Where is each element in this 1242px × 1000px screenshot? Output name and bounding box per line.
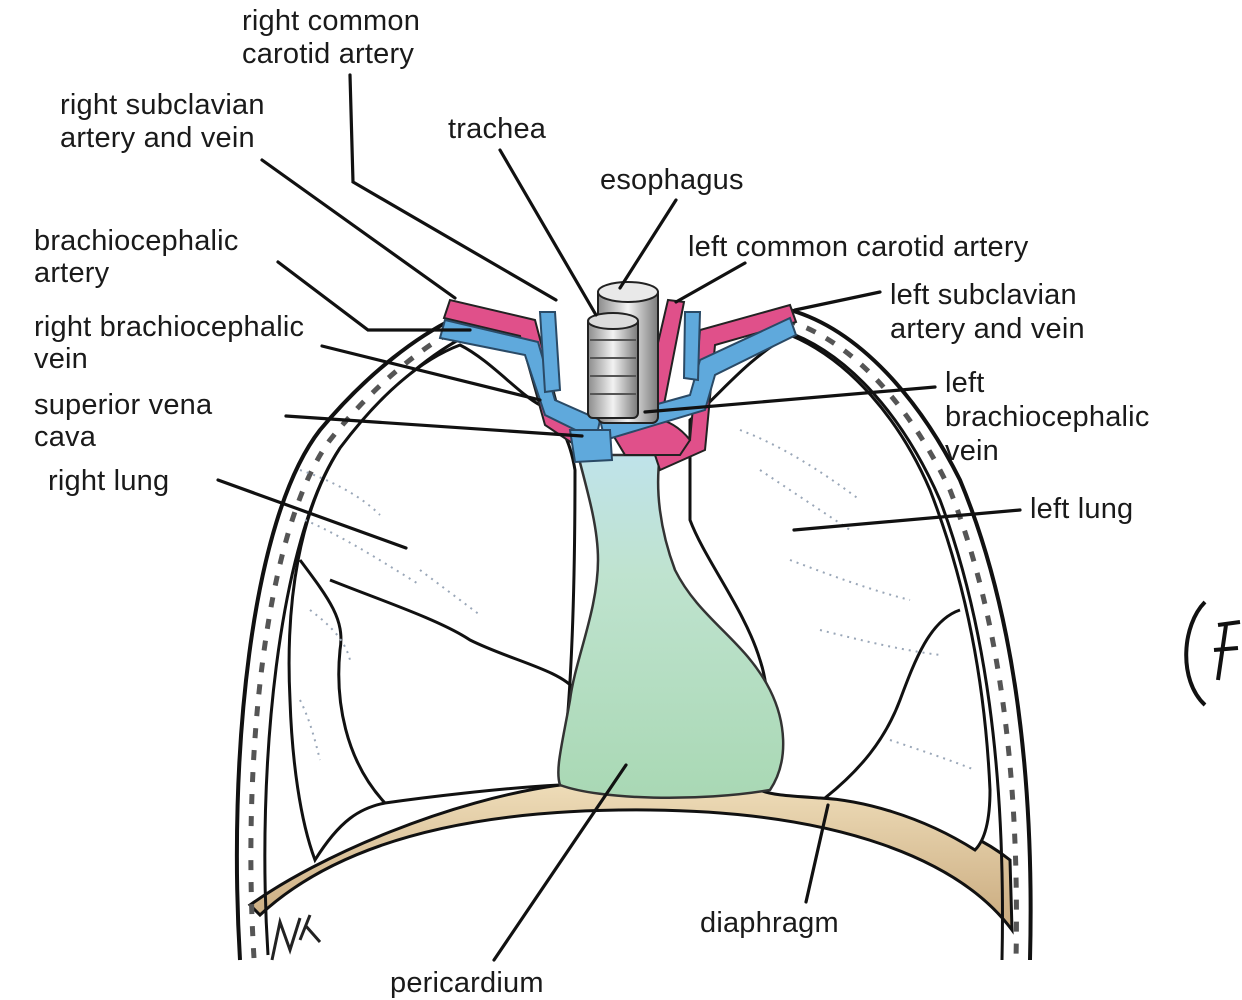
label-brachiocephalic-artery-line2: artery [34, 257, 110, 289]
label-left-lung: left lung [1030, 493, 1133, 525]
label-trachea: trachea [448, 113, 547, 145]
trachea-tube [588, 318, 638, 418]
label-left-subclavian-line1: left subclavian [890, 279, 1077, 311]
label-left-brachiocephalic-vein-line2: brachiocephalic [945, 401, 1150, 433]
leader-right-subclavian [262, 160, 455, 298]
label-diaphragm: diaphragm [700, 907, 839, 939]
leader-right-common-carotid [350, 75, 556, 300]
leader-trachea [500, 150, 596, 315]
label-right-common-carotid-line2: carotid artery [242, 38, 414, 70]
label-right-brachiocephalic-vein-line2: vein [34, 343, 88, 375]
leader-left-subclavian [795, 292, 880, 310]
label-right-subclavian-line1: right subclavian [60, 89, 265, 121]
leader-esophagus [620, 200, 676, 288]
airway [588, 282, 658, 423]
label-right-common-carotid-line1: right common [242, 5, 420, 37]
label-pericardium: pericardium [390, 967, 544, 999]
label-left-brachiocephalic-vein-line1: left [945, 367, 985, 399]
artist-initials-mark [272, 915, 320, 960]
label-left-brachiocephalic-vein-line3: vein [945, 435, 999, 467]
label-superior-vena-cava-line1: superior vena [34, 389, 213, 421]
label-right-lung: right lung [48, 465, 169, 497]
cropped-margin-mark [1186, 602, 1240, 705]
label-left-subclavian-line2: artery and vein [890, 313, 1085, 345]
leader-brachiocephalic-artery [278, 262, 470, 330]
right-lung [289, 345, 575, 860]
left-jugular-vein [684, 312, 700, 380]
label-right-subclavian-line2: artery and vein [60, 122, 255, 154]
label-superior-vena-cava-line2: cava [34, 421, 97, 453]
leader-left-common-carotid [676, 263, 745, 302]
label-brachiocephalic-artery-line1: brachiocephalic [34, 225, 239, 257]
label-right-brachiocephalic-vein-line1: right brachiocephalic [34, 311, 304, 343]
label-esophagus: esophagus [600, 164, 744, 196]
label-left-common-carotid: left common carotid artery [688, 231, 1029, 263]
